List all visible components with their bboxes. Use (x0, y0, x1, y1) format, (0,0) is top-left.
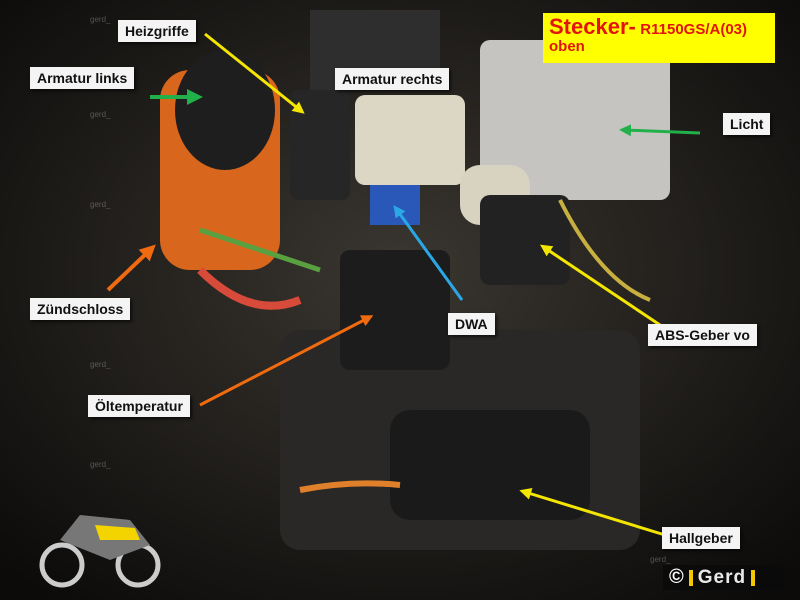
watermark: gerd_ (90, 360, 111, 369)
watermark: gerd_ (90, 15, 111, 24)
watermark: gerd_ (90, 200, 111, 209)
copyright-symbol: © (669, 566, 684, 588)
label-armatur-rechts: Armatur rechts (335, 68, 450, 90)
watermark: gerd_ (90, 110, 111, 119)
title-main: Stecker- (549, 14, 636, 39)
label-armatur-links: Armatur links (30, 67, 135, 89)
left-switch-connector (175, 50, 275, 170)
copyright-name: Gerd (697, 566, 747, 588)
bar-decoration (688, 569, 693, 586)
hall-sensor-connector (390, 410, 590, 520)
label-oeltemperatur: Öltemperatur (88, 395, 190, 417)
bar-decoration (751, 569, 756, 586)
title-box: Stecker- R1150GS/A(03) oben (543, 13, 775, 63)
copyright-badge: © Gerd (663, 565, 785, 590)
light-connector (480, 40, 670, 200)
title-sub: oben (549, 38, 585, 56)
watermark: gerd_ (650, 555, 671, 564)
right-switch-connector (355, 95, 465, 185)
label-dwa: DWA (448, 313, 495, 335)
motorcycle-logo (39, 515, 161, 588)
label-licht: Licht (723, 113, 771, 135)
label-heizgriffe: Heizgriffe (118, 20, 196, 42)
label-abs-geber: ABS-Geber vo (648, 324, 757, 346)
title-model: R1150GS/A(03) (640, 21, 748, 38)
label-hallgeber: Hallgeber (662, 527, 740, 549)
watermark: gerd_ (90, 460, 111, 469)
label-zuendschloss: Zündschloss (30, 298, 131, 320)
